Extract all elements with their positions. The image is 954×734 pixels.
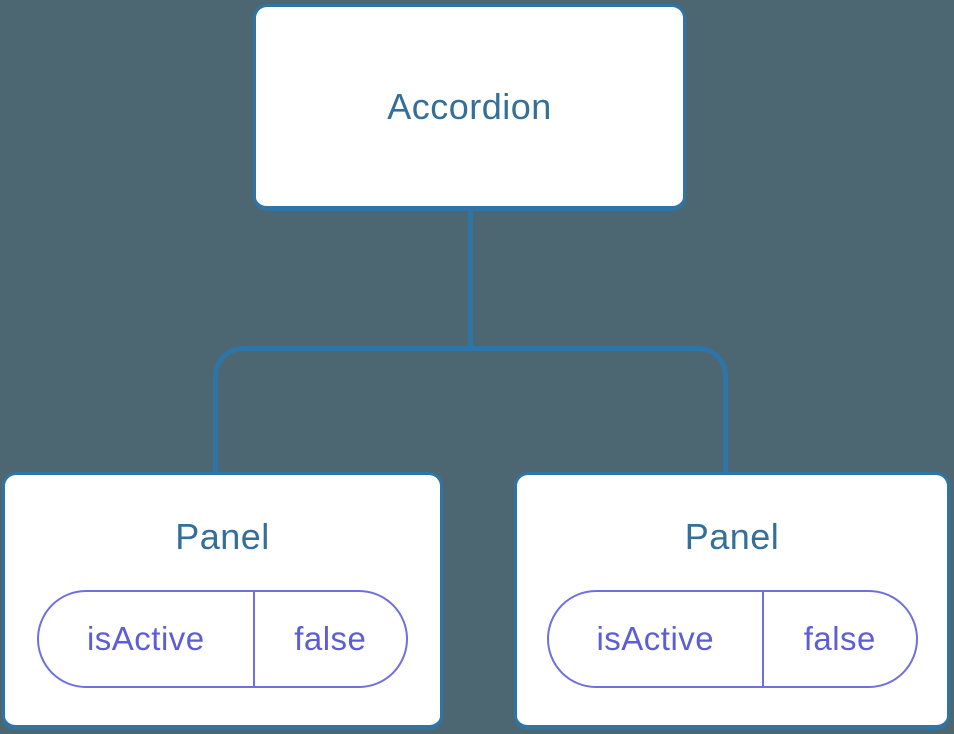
prop-value-label: false — [762, 592, 915, 687]
connector-bracket — [213, 346, 728, 472]
tree-node-panel-2: Panel isActive false — [514, 472, 950, 730]
node-title-panel-2: Panel — [684, 516, 780, 557]
tree-node-panel-1: Panel isActive false — [2, 472, 443, 730]
prop-pill-panel-2: isActive false — [546, 590, 918, 689]
tree-node-accordion: Accordion — [253, 4, 686, 211]
node-title-accordion: Accordion — [387, 85, 552, 127]
prop-value-label: false — [252, 592, 406, 687]
connector-stem — [468, 209, 473, 351]
node-title-panel-1: Panel — [175, 516, 270, 557]
prop-name-label: isActive — [86, 620, 205, 658]
prop-name-label: isActive — [596, 620, 715, 658]
prop-pill-panel-1: isActive false — [37, 590, 408, 689]
